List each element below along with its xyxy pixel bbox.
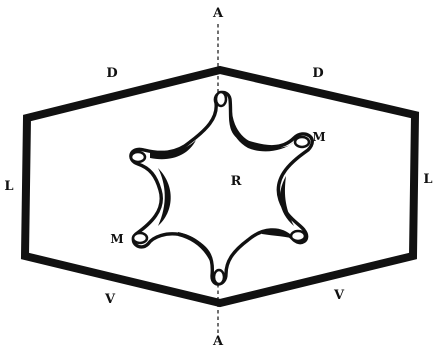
arm-tip-lower-right xyxy=(291,231,305,241)
label-axis-top: A xyxy=(212,6,224,21)
label-dorsal-left: D xyxy=(106,66,117,81)
label-dorsal-right: D xyxy=(312,66,323,81)
label-muscle-lower-left: M xyxy=(110,232,123,246)
arm-tip-top xyxy=(216,92,226,106)
central-cavity xyxy=(131,92,312,284)
arm-tip-bottom xyxy=(214,270,224,284)
label-ventral-left: V xyxy=(104,292,116,307)
label-center: R xyxy=(231,174,242,189)
arm-tip-upper-right xyxy=(295,137,309,147)
arm-tip-lower-left xyxy=(133,233,147,243)
label-lateral-right: L xyxy=(423,172,432,187)
label-axis-bottom: A xyxy=(212,334,224,349)
label-muscle-upper-right: M xyxy=(312,130,325,144)
label-ventral-right: V xyxy=(333,288,345,303)
arm-tip-upper-left xyxy=(131,152,145,162)
label-lateral-left: L xyxy=(4,179,13,194)
